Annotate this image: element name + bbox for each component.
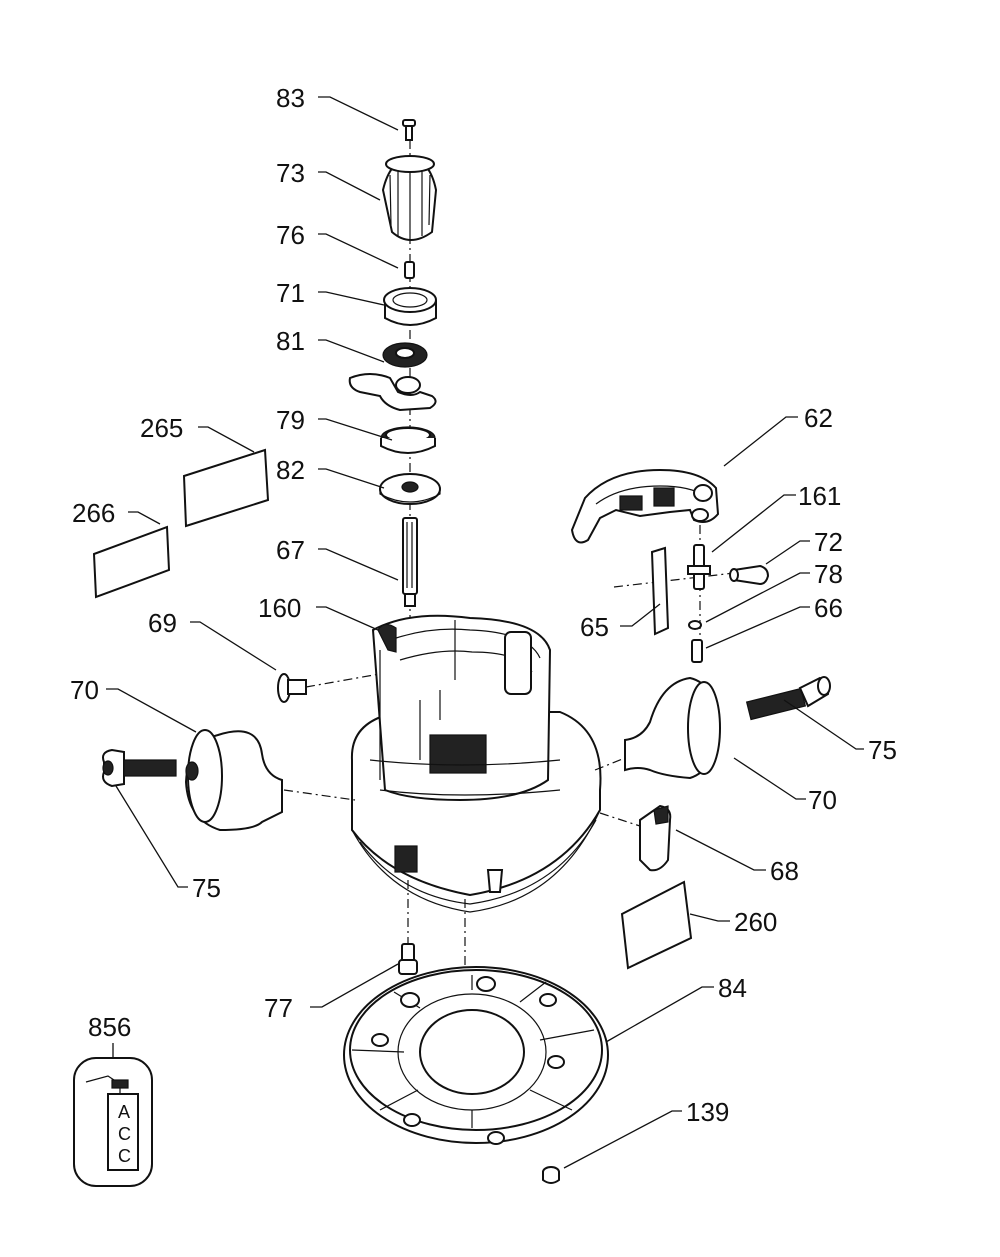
callout-66: 66	[814, 593, 843, 623]
part-81-lever	[348, 342, 437, 412]
callout-260: 260	[734, 907, 777, 937]
part-75-right-screw	[745, 676, 831, 721]
callout-79: 79	[276, 405, 305, 435]
part-139-nut	[542, 1166, 560, 1184]
callout-82: 82	[276, 455, 305, 485]
knob-left-axis	[283, 789, 356, 801]
part-70-right-knob	[624, 676, 721, 780]
callout-73: 73	[276, 158, 305, 188]
part-260-label-plate	[620, 880, 693, 970]
part-265-label-plate	[182, 448, 270, 528]
part-75-left-screw	[102, 748, 177, 788]
kit-letter-2: C	[118, 1124, 131, 1144]
callout-83: 83	[276, 83, 305, 113]
callout-76: 76	[276, 220, 305, 250]
part-76-pin	[404, 261, 415, 279]
callout-84: 84	[718, 973, 747, 1003]
callout-856: 856	[88, 1012, 131, 1042]
part-78-clip	[688, 620, 702, 630]
callout-139: 139	[686, 1097, 729, 1127]
part-66-pin	[691, 639, 703, 663]
callout-266: 266	[72, 498, 115, 528]
part-68-latch	[639, 804, 672, 872]
part-79-ring	[380, 426, 436, 454]
callout-70-left: 70	[70, 675, 99, 705]
part-160-housing	[350, 614, 602, 913]
callout-71: 71	[276, 278, 305, 308]
callout-67: 67	[276, 535, 305, 565]
part-83-screw	[402, 119, 416, 141]
callout-78: 78	[814, 559, 843, 589]
part-856-accessory-kit: A C C	[73, 1057, 153, 1187]
callout-72: 72	[814, 527, 843, 557]
part-70-left-knob	[184, 729, 283, 832]
part-71-collar	[383, 287, 437, 326]
part-73-knob	[381, 155, 438, 241]
part-67-shaft	[402, 517, 418, 607]
callout-70-right: 70	[808, 785, 837, 815]
part-62-clamp	[570, 468, 720, 544]
callout-65: 65	[580, 612, 609, 642]
part-65-plate	[650, 546, 670, 636]
latch-axis	[599, 812, 641, 827]
callout-68: 68	[770, 856, 799, 886]
callout-62: 62	[804, 403, 833, 433]
callout-161: 161	[798, 481, 841, 511]
part-69-pin	[277, 673, 307, 703]
callout-75-right: 75	[868, 735, 897, 765]
callout-69: 69	[148, 608, 177, 638]
leader-lines	[106, 96, 864, 1169]
part-82-disc	[379, 473, 441, 505]
part-72-pin	[729, 564, 770, 586]
part-77-screw	[398, 943, 418, 975]
callout-265: 265	[140, 413, 183, 443]
kit-letter-1: A	[118, 1102, 130, 1122]
callout-81: 81	[276, 326, 305, 356]
kit-letter-3: C	[118, 1146, 131, 1166]
part-266-label-plate	[92, 525, 171, 599]
knob-right-axis	[594, 757, 626, 771]
part-161-pin	[687, 544, 711, 590]
callout-77: 77	[264, 993, 293, 1023]
callout-75-left: 75	[192, 873, 221, 903]
part-84-base-plate	[343, 966, 609, 1145]
pin-69-axis	[305, 672, 386, 688]
callout-160: 160	[258, 593, 301, 623]
